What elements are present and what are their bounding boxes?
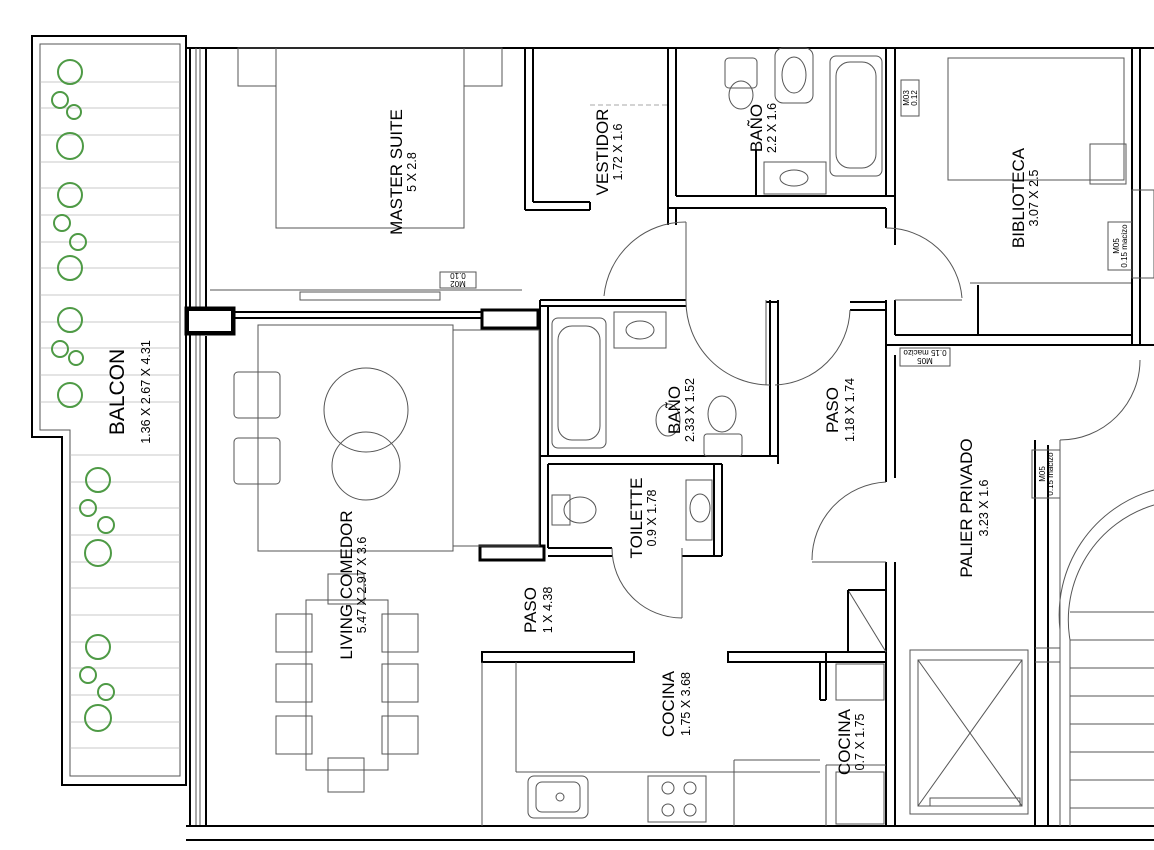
wall-tag-m05b-width: 0.15 macizo	[903, 348, 947, 357]
svg-text:M02: M02	[450, 279, 466, 288]
elevator	[909, 649, 1029, 815]
svg-text:0.15 macizo: 0.15 macizo	[1046, 452, 1055, 496]
walls	[184, 47, 1154, 841]
room-label-bano: BAÑO 2.33 X 1.52	[665, 378, 697, 442]
room-name: BALCON	[106, 349, 129, 435]
room-dims: 0.9 X 1.78	[645, 489, 659, 546]
wall-tag-m02: M02 0.10	[439, 271, 477, 289]
toilette-fixtures	[551, 479, 713, 541]
kitchen-fixtures	[527, 663, 885, 825]
room-name: MASTER SUITE	[387, 109, 406, 235]
bath-fixtures-suite	[724, 47, 883, 195]
room-dims: 3.23 X 1.6	[977, 479, 991, 536]
svg-text:0.15 macizo: 0.15 macizo	[1120, 224, 1129, 268]
room-name: VESTIDOR	[593, 109, 612, 196]
svg-text:M05: M05	[917, 356, 933, 365]
room-name: LIVING COMEDOR	[337, 510, 356, 659]
wall-tag-m03-code: M03	[902, 90, 911, 106]
wall-tag-m05c-code: M05	[1038, 466, 1047, 482]
svg-text:0.15 macizo: 0.15 macizo	[903, 348, 947, 357]
room-label-balcon: BALCON 1.36 X 2.67 X 4.31	[106, 340, 153, 444]
room-label-cocina: COCINA 1.75 X 3.68	[659, 670, 693, 737]
room-label-living: LIVING COMEDOR 5.47 X 2.97 X 3.6	[337, 510, 369, 659]
svg-text:0.12: 0.12	[910, 90, 919, 106]
wall-tag-m05a-width: 0.15 macizo	[1120, 224, 1129, 268]
room-name: COCINA	[835, 708, 854, 775]
wall-tag-m03-width: 0.12	[910, 90, 919, 106]
wall-tag-m05-palier-top: M05 0.15 macizo	[899, 347, 951, 367]
wall-tag-m05a-code: M05	[1112, 238, 1121, 254]
room-dims: 2.33 X 1.52	[683, 378, 697, 442]
living-furniture	[233, 324, 540, 793]
room-dims: 1 X 4.38	[541, 587, 555, 634]
doors	[603, 221, 1141, 619]
room-label-palier: PALIER PRIVADO 3.23 X 1.6	[957, 438, 991, 577]
room-label-bano-suite: BAÑO 2.2 X 1.6	[747, 103, 779, 153]
room-name: BIBLIOTECA	[1009, 147, 1028, 248]
wall-tag-m05c-width: 0.15 macizo	[1046, 452, 1055, 496]
room-dims: 1.36 X 2.67 X 4.31	[139, 340, 153, 444]
room-name: TOILETTE	[627, 478, 646, 559]
wall-tag-m02-width: 0.10	[450, 271, 466, 280]
balcony-decking	[40, 81, 180, 749]
room-label-paso-main: PASO 1 X 4.38	[521, 587, 555, 634]
balcony-area	[31, 35, 187, 786]
svg-text:M05: M05	[1038, 466, 1047, 482]
room-dims: 1.75 X 3.68	[679, 672, 693, 736]
room-dims: 1.72 X 1.6	[611, 123, 625, 180]
wall-tag-m05b-code: M05	[917, 356, 933, 365]
wall-tag-m05-biblioteca: M05 0.15 macizo	[1107, 221, 1133, 271]
room-label-paso-hall: PASO 1.18 X 1.74	[823, 378, 857, 442]
room-name: COCINA	[659, 670, 678, 737]
room-dims: 3.07 X 2.5	[1027, 169, 1041, 226]
master-bed	[237, 47, 503, 229]
room-dims: 5.47 X 2.97 X 3.6	[355, 537, 369, 634]
room-name: BAÑO	[747, 104, 766, 152]
wall-tag-m03: M03 0.12	[900, 79, 920, 117]
room-dims: 2.2 X 1.6	[765, 103, 779, 153]
balcony-plants	[51, 59, 115, 732]
svg-text:0.10: 0.10	[450, 271, 466, 280]
room-label-master-suite: MASTER SUITE 5 X 2.8	[387, 109, 419, 235]
wall-tag-m02-code: M02	[450, 279, 466, 288]
room-label-vestidor: VESTIDOR 1.72 X 1.6	[593, 109, 625, 196]
room-label-biblioteca: BIBLIOTECA 3.07 X 2.5	[1009, 147, 1041, 248]
room-name: BAÑO	[665, 386, 684, 434]
room-label-toilette: TOILETTE 0.9 X 1.78	[627, 478, 659, 559]
svg-text:M05: M05	[1112, 238, 1121, 254]
room-dims: 5 X 2.8	[405, 152, 419, 192]
room-name: PASO	[823, 387, 842, 433]
room-dims: 1.18 X 1.74	[843, 378, 857, 442]
bath-fixtures-center	[551, 311, 743, 457]
room-dims: 0.7 X 1.75	[853, 713, 867, 770]
room-label-cocina-small: COCINA 0.7 X 1.75	[835, 708, 867, 775]
room-name: PALIER PRIVADO	[957, 438, 976, 577]
room-name: PASO	[521, 587, 540, 633]
svg-text:M03: M03	[902, 90, 911, 106]
wall-tag-m05-palier-side: M05 0.15 macizo	[1031, 449, 1061, 499]
